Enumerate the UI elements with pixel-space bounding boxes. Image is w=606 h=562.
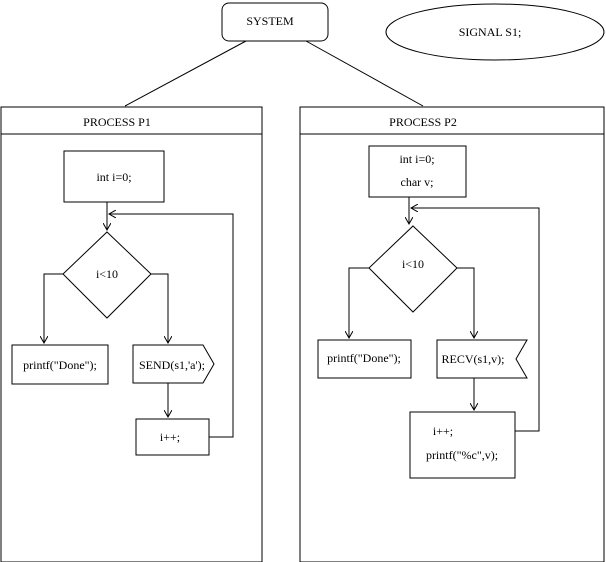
p2-true-branch-arrow [457, 267, 474, 338]
system-label: SYSTEM [246, 14, 294, 28]
p2-init-text-line2: char v; [401, 175, 434, 189]
p2-init-box [368, 145, 467, 198]
p1-loop-back-arrow [109, 214, 234, 438]
system-to-p2-line [305, 40, 424, 107]
p1-condition-text: i<10 [96, 267, 118, 281]
p2-init-text-line1: int i=0; [399, 152, 434, 166]
p1-increment-text: i++; [160, 430, 180, 444]
p2-condition-diamond [368, 225, 458, 313]
system-node [221, 2, 329, 42]
p2-body-text-line2: printf("%c",v); [426, 448, 498, 462]
p2-false-branch-arrow [349, 267, 369, 338]
p1-increment-box [135, 418, 210, 456]
p2-done-text: printf("Done"); [327, 351, 401, 365]
process-p1-title: PROCESS P1 [83, 115, 151, 129]
p1-condition-diamond [62, 231, 152, 319]
p2-condition-text: i<10 [402, 257, 424, 271]
process-p2-title: PROCESS P2 [389, 115, 457, 129]
p1-send-text: SEND(s1,'a'); [139, 358, 205, 372]
p1-done-text: printf("Done"); [23, 358, 97, 372]
p1-send-symbol [132, 344, 215, 384]
p2-body-text-line1: i++; [433, 424, 453, 438]
signal-ellipse [385, 3, 605, 61]
system-to-p1-line [124, 40, 247, 107]
process-p1: PROCESS P1 int i=0; i<10 printf("Done");… [0, 106, 263, 562]
p2-recv-symbol [436, 339, 528, 379]
p1-init-text: int i=0; [96, 170, 131, 184]
p2-loop-back-arrow [411, 208, 540, 432]
p1-false-branch-arrow [44, 273, 63, 343]
p1-done-box [11, 344, 109, 385]
p1-true-branch-arrow [151, 273, 168, 343]
p1-init-box [63, 150, 165, 203]
p2-done-box [317, 339, 412, 379]
signal-label: SIGNAL S1; [459, 25, 522, 39]
p2-body-box [409, 411, 516, 479]
p2-recv-text: RECV(s1,v); [442, 352, 505, 366]
process-p2: PROCESS P2 int i=0; char v; i<10 printf(… [299, 106, 605, 562]
